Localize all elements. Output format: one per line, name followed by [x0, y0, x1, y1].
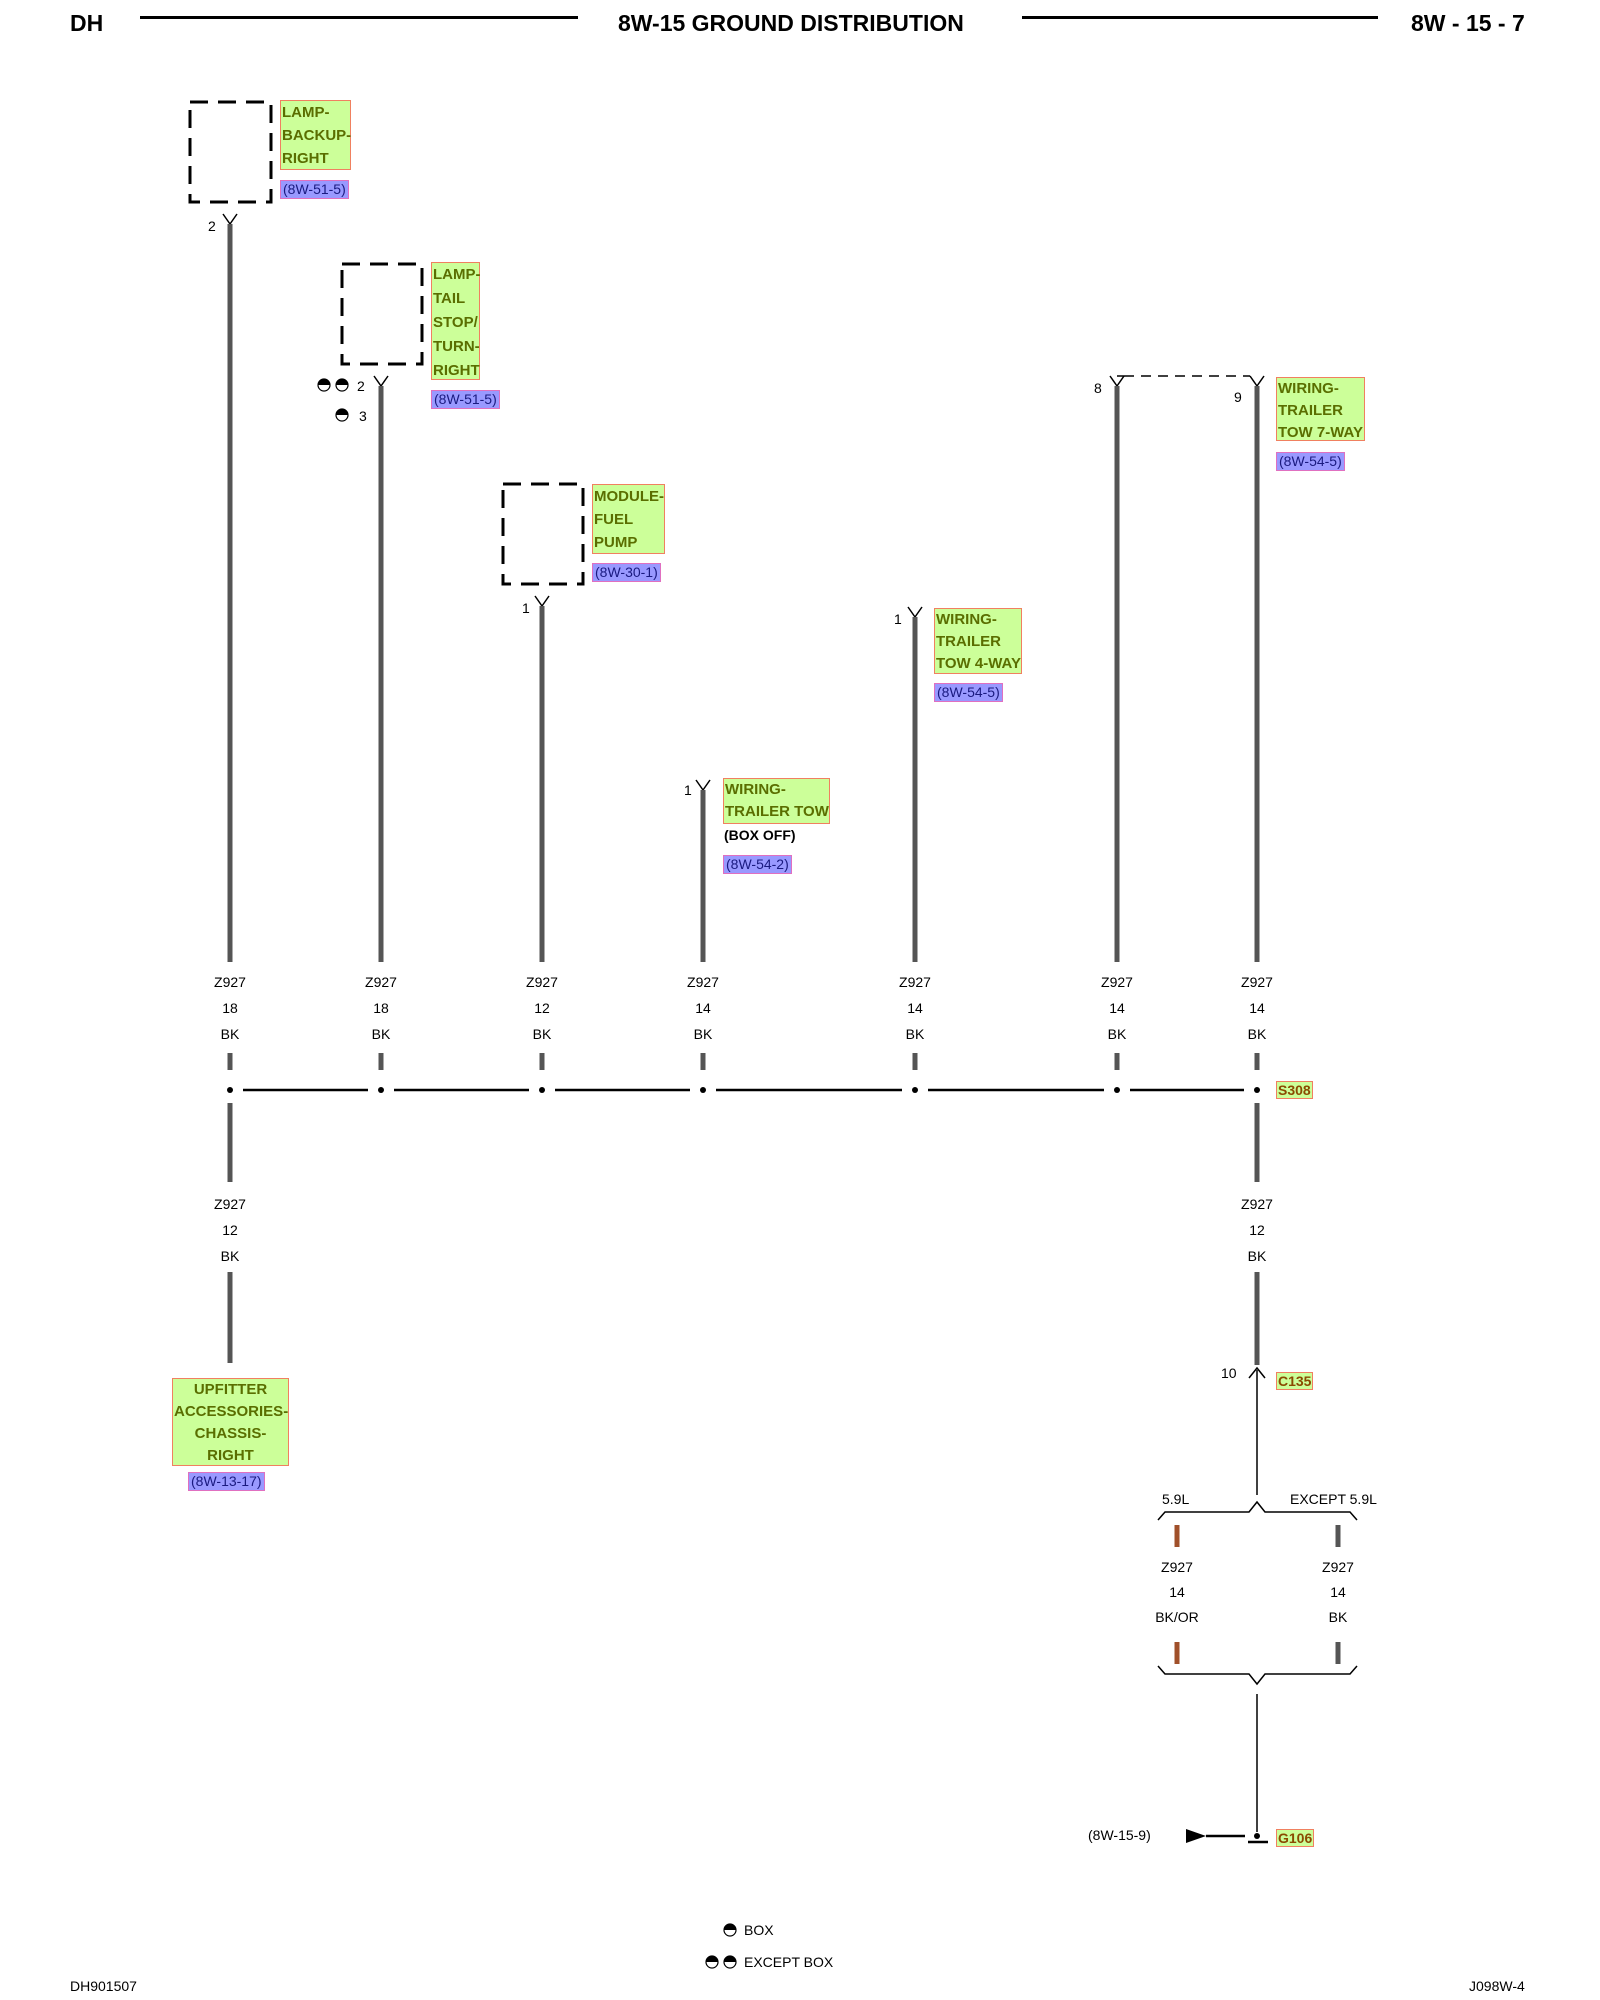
option-left-color: BK/OR: [1155, 1609, 1199, 1625]
wire-2-color: BK: [371, 1026, 391, 1042]
wire-4-gauge: 14: [695, 1000, 711, 1016]
footer-left-code: DH901507: [70, 1978, 137, 1994]
trailer-tow-7way-pin-b: 9: [1234, 389, 1242, 405]
module-fuel-pump-box: [501, 482, 585, 586]
splice-node: [539, 1087, 545, 1093]
wire-5-gauge: 14: [907, 1000, 923, 1016]
splice-node: [227, 1087, 233, 1093]
wire-7-color: BK: [1247, 1026, 1267, 1042]
wire-right-down-circuit: Z927: [1241, 1196, 1273, 1212]
module-fuel-pump-pin: 1: [522, 600, 530, 616]
wire-1-color: BK: [220, 1026, 240, 1042]
option-left-circuit: Z927: [1161, 1559, 1193, 1575]
wire-5-color: BK: [905, 1026, 925, 1042]
trailer-tow-note: (BOX OFF): [724, 827, 796, 843]
pin-fork: [373, 375, 389, 388]
pin-fork: [534, 595, 550, 608]
lamp-tail-label: LAMP- TAIL STOP/ TURN- RIGHT: [431, 262, 481, 380]
pin-fork: [1249, 375, 1265, 388]
lamp-tail-pin-a: 2: [357, 378, 365, 394]
wire-3-circuit: Z927: [526, 974, 558, 990]
except-box-symbol: [317, 378, 349, 392]
splice-node: [912, 1087, 918, 1093]
ground-g106-label: G106: [1276, 1829, 1315, 1847]
module-fuel-pump-label: MODULE- FUEL PUMP: [592, 484, 665, 554]
option-brace-top: [1157, 1500, 1358, 1521]
legend-except-box-symbol: [705, 1955, 737, 1969]
trailer-tow-4way-label: WIRING- TRAILER TOW 4-WAY: [934, 608, 1022, 674]
module-fuel-pump-ref[interactable]: (8W-30-1): [592, 563, 661, 582]
uplifter-label: UPFITTER ACCESSORIES- CHASSIS- RIGHT: [172, 1378, 289, 1466]
option-right-label: EXCEPT 5.9L: [1290, 1491, 1377, 1507]
trailer-tow-7way-pin-a: 8: [1094, 380, 1102, 396]
splice-node: [700, 1087, 706, 1093]
pin-fork: [1109, 375, 1125, 388]
lamp-backup-right-ref[interactable]: (8W-51-5): [280, 180, 349, 199]
pin-fork: [695, 779, 711, 792]
page-number: 8W - 15 - 7: [1411, 10, 1525, 36]
page-title: 8W-15 GROUND DISTRIBUTION: [618, 10, 964, 36]
wire-3-color: BK: [532, 1026, 552, 1042]
option-right-color: BK: [1328, 1609, 1348, 1625]
wire-left-down-gauge: 12: [222, 1222, 238, 1238]
ground-arrow-icon: [1186, 1829, 1206, 1843]
wire-left-down-circuit: Z927: [214, 1196, 246, 1212]
header-rule-left: [140, 16, 578, 19]
box-symbol: [335, 408, 349, 422]
c135-label: C135: [1276, 1372, 1314, 1390]
wire-7-circuit: Z927: [1241, 974, 1273, 990]
trailer-tow-4way-pin: 1: [894, 611, 902, 627]
trailer-tow-7way-label: WIRING- TRAILER TOW 7-WAY: [1276, 377, 1365, 441]
wire-left-down-color: BK: [220, 1248, 240, 1264]
uplifter-ref[interactable]: (8W-13-17): [188, 1472, 265, 1491]
option-left-gauge: 14: [1169, 1584, 1185, 1600]
wire-5-circuit: Z927: [899, 974, 931, 990]
ground-ref[interactable]: (8W-15-9): [1088, 1827, 1151, 1843]
lamp-tail-pin-b: 3: [359, 408, 367, 424]
c135-connector-symbol: [1248, 1366, 1266, 1379]
c135-pin: 10: [1221, 1365, 1237, 1381]
legend-except-box-label: EXCEPT BOX: [744, 1954, 834, 1970]
lamp-tail-ref[interactable]: (8W-51-5): [431, 390, 500, 409]
legend-box-label: BOX: [744, 1922, 774, 1938]
footer-right-code: J098W-4: [1469, 1978, 1525, 1994]
trailer-tow-4way-ref[interactable]: (8W-54-5): [934, 683, 1003, 702]
wire-1-gauge: 18: [222, 1000, 238, 1016]
wire-6-color: BK: [1107, 1026, 1127, 1042]
lamp-backup-right-box: [188, 100, 273, 204]
splice-node: [1254, 1087, 1260, 1093]
wire-6-gauge: 14: [1109, 1000, 1125, 1016]
splice-node: [1114, 1087, 1120, 1093]
option-right-gauge: 14: [1330, 1584, 1346, 1600]
splice-s308-label: S308: [1276, 1081, 1313, 1099]
wire-6-circuit: Z927: [1101, 974, 1133, 990]
splice-node: [378, 1087, 384, 1093]
legend-box-symbol: [723, 1923, 737, 1937]
option-left-label: 5.9L: [1162, 1491, 1190, 1507]
lamp-backup-right-pin: 2: [208, 218, 216, 234]
trailer-tow-7way-ref[interactable]: (8W-54-5): [1276, 452, 1345, 471]
header-left: DH: [70, 10, 104, 36]
wire-4-color: BK: [693, 1026, 713, 1042]
option-right-circuit: Z927: [1322, 1559, 1354, 1575]
wire-4-circuit: Z927: [687, 974, 719, 990]
wire-2-gauge: 18: [373, 1000, 389, 1016]
header-rule-right: [1022, 16, 1378, 19]
wire-2-circuit: Z927: [365, 974, 397, 990]
trailer-tow-ref[interactable]: (8W-54-2): [723, 855, 792, 874]
wire-1-circuit: Z927: [214, 974, 246, 990]
wire-right-down-gauge: 12: [1249, 1222, 1265, 1238]
wire-3-gauge: 12: [534, 1000, 550, 1016]
wire-right-down-color: BK: [1247, 1248, 1267, 1264]
trailer-tow-label: WIRING- TRAILER TOW: [723, 778, 830, 824]
ground-node: [1254, 1833, 1260, 1839]
lamp-backup-right-label: LAMP- BACKUP- RIGHT: [280, 100, 351, 170]
wire-7-gauge: 14: [1249, 1000, 1265, 1016]
pin-fork: [907, 606, 923, 619]
option-brace-bottom: [1157, 1665, 1358, 1686]
pin-fork: [222, 213, 238, 226]
trailer-tow-pin: 1: [684, 782, 692, 798]
lamp-tail-box: [340, 262, 424, 366]
